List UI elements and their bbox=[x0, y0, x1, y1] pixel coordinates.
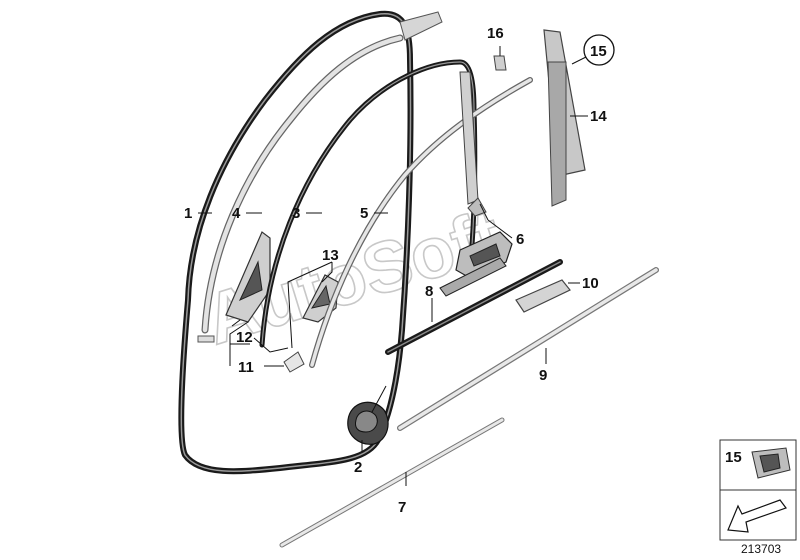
callout-1: 1 bbox=[184, 205, 192, 222]
part-9-sill-strip bbox=[397, 267, 659, 431]
callout-3: 3 bbox=[292, 205, 300, 222]
part-7-lower-strip bbox=[279, 417, 505, 548]
part-11-plug bbox=[283, 351, 305, 373]
callout-6: 6 bbox=[516, 231, 524, 248]
inset-box: 15 bbox=[719, 439, 797, 541]
part-8-sill-seal bbox=[385, 257, 563, 355]
part-16-clip bbox=[493, 55, 507, 71]
part-10-connector bbox=[515, 279, 571, 313]
part-2-retainer-clip bbox=[347, 401, 389, 445]
callout-10: 10 bbox=[582, 275, 599, 292]
callout-16: 16 bbox=[487, 25, 504, 42]
inset-clip-image bbox=[751, 447, 791, 479]
part-6-pillar-channel bbox=[455, 71, 513, 279]
callout-11: 11 bbox=[238, 359, 254, 376]
callout-14: 14 bbox=[590, 108, 607, 125]
reference-number: 213703 bbox=[741, 542, 781, 556]
inset-arrow-image bbox=[727, 499, 787, 533]
callout-13: 13 bbox=[322, 247, 339, 264]
callout-5: 5 bbox=[360, 205, 368, 222]
callout-labels: 1 2 3 4 5 6 7 8 9 10 11 12 13 14 15 16 bbox=[184, 25, 615, 516]
leader-lines bbox=[198, 46, 589, 486]
inset-label-15: 15 bbox=[725, 449, 742, 466]
callout-2: 2 bbox=[354, 459, 362, 476]
callout-8: 8 bbox=[425, 283, 433, 300]
part-5-guide-rail bbox=[309, 77, 533, 368]
callout-7: 7 bbox=[398, 499, 406, 516]
callout-9: 9 bbox=[539, 367, 547, 384]
callout-12: 12 bbox=[236, 329, 253, 346]
part-1-door-seal bbox=[178, 10, 443, 475]
callout-4: 4 bbox=[232, 205, 241, 222]
part-12-corner-cover bbox=[225, 231, 271, 323]
part-14-pillar-trim bbox=[543, 29, 586, 207]
part-4-window-channel bbox=[197, 34, 404, 343]
callout-15-text: 15 bbox=[590, 43, 607, 60]
callout-15: 15 bbox=[583, 34, 615, 66]
